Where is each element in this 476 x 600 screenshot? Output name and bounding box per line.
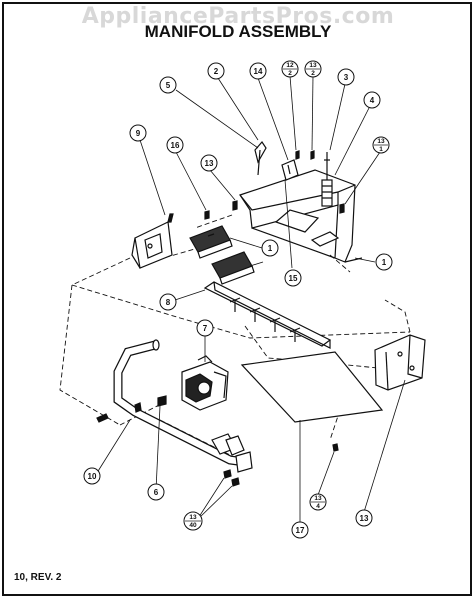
callout-13-over-40-bottom: 40 bbox=[189, 522, 197, 529]
callout-circle-13b bbox=[355, 509, 373, 527]
callout-6a: 6 bbox=[154, 488, 159, 497]
callout-13-over-2-top: 13 bbox=[309, 62, 317, 69]
callout-1b: 1 bbox=[382, 258, 387, 267]
callout-circle-14 bbox=[249, 62, 267, 80]
callout-circle-1a bbox=[261, 239, 279, 257]
callout-circle-3 bbox=[337, 68, 355, 86]
left-mounting-bracket bbox=[131, 221, 173, 269]
callout-8-manifold: 8 bbox=[166, 298, 171, 307]
igniter-holder bbox=[189, 225, 233, 259]
manifold-top-plate bbox=[239, 169, 363, 263]
callout-12-over-2-top: 12 bbox=[286, 62, 294, 69]
heat-shield-plate bbox=[240, 351, 384, 423]
manifold-pipe bbox=[203, 281, 332, 349]
igniter-lower bbox=[211, 251, 255, 285]
callout-13-over-4-top: 13 bbox=[314, 495, 322, 502]
right-mounting-bracket bbox=[374, 334, 426, 391]
wire-clip bbox=[254, 141, 267, 176]
orifice-spud bbox=[321, 152, 333, 207]
callout-circle-4 bbox=[363, 91, 381, 109]
callout-16: 16 bbox=[171, 141, 180, 150]
callout-13a: 13 bbox=[205, 159, 214, 168]
callout-circle-15 bbox=[284, 269, 302, 287]
callout-17: 17 bbox=[296, 526, 305, 535]
callout-2: 2 bbox=[214, 67, 219, 76]
callout-13-over-2-bottom: 2 bbox=[311, 70, 315, 77]
gas-supply-pipe bbox=[113, 339, 246, 467]
callout-3: 3 bbox=[344, 73, 349, 82]
callout-7: 7 bbox=[203, 324, 208, 333]
leader-lines bbox=[94, 75, 406, 522]
callout-10: 10 bbox=[88, 472, 97, 481]
watermark: AppliancePartsPros.com bbox=[81, 4, 395, 29]
callout-circle-9 bbox=[129, 124, 147, 142]
pipe-clamp bbox=[211, 433, 253, 473]
callout-circle-5 bbox=[159, 76, 177, 94]
callout-circle-7 bbox=[196, 319, 214, 337]
callout-circle-17 bbox=[291, 521, 309, 539]
callout-circle-2 bbox=[207, 62, 225, 80]
callout-13-over-4-bottom: 4 bbox=[316, 503, 320, 510]
screws bbox=[96, 150, 345, 487]
callout-12-over-2-bottom: 2 bbox=[288, 70, 292, 77]
revision-footer: 10, REV. 2 bbox=[14, 572, 62, 583]
callout-1a: 1 bbox=[268, 244, 273, 253]
callout-13-over-40-top: 13 bbox=[189, 514, 197, 521]
diagram-title: MANIFOLD ASSEMBLY bbox=[144, 22, 332, 41]
callout-13b: 13 bbox=[360, 514, 369, 523]
callout-9: 9 bbox=[136, 129, 141, 138]
callout-13-over-1-bottom: 1 bbox=[379, 146, 383, 153]
callout-fraction-bars bbox=[185, 68, 388, 522]
callout-5: 5 bbox=[166, 81, 171, 90]
dashed-assembly-outline bbox=[59, 214, 411, 456]
callout-circle-8 bbox=[159, 293, 177, 311]
callout-15: 15 bbox=[289, 274, 298, 283]
callout-circle-10 bbox=[83, 467, 101, 485]
callout-13-over-1-top: 13 bbox=[377, 138, 385, 145]
callout-circle-13a bbox=[200, 154, 218, 172]
callout-14: 14 bbox=[254, 67, 263, 76]
callout-4: 4 bbox=[370, 96, 375, 105]
callout-circle-6 bbox=[147, 483, 165, 501]
gas-valve bbox=[181, 355, 229, 411]
retainer-clip bbox=[281, 159, 299, 181]
callout-circle-16 bbox=[166, 136, 184, 154]
callout-circle-1b bbox=[375, 253, 393, 271]
